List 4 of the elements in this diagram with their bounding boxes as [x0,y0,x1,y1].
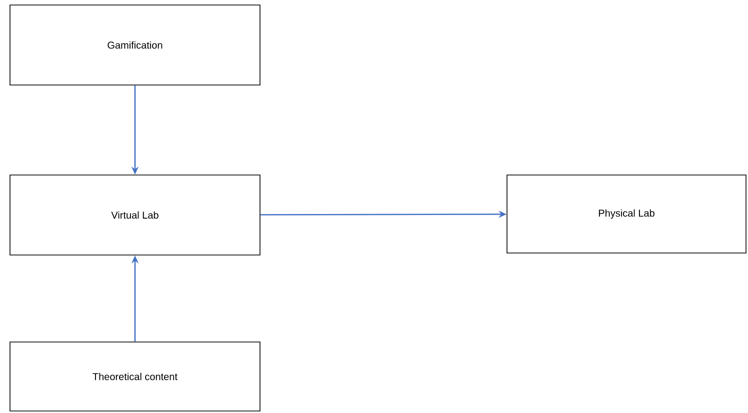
process-box: Theoretical content [10,342,260,412]
process-box: Gamification [10,4,260,86]
process-box: Virtual Lab [10,174,260,256]
process-box: Physical Lab [506,174,746,254]
